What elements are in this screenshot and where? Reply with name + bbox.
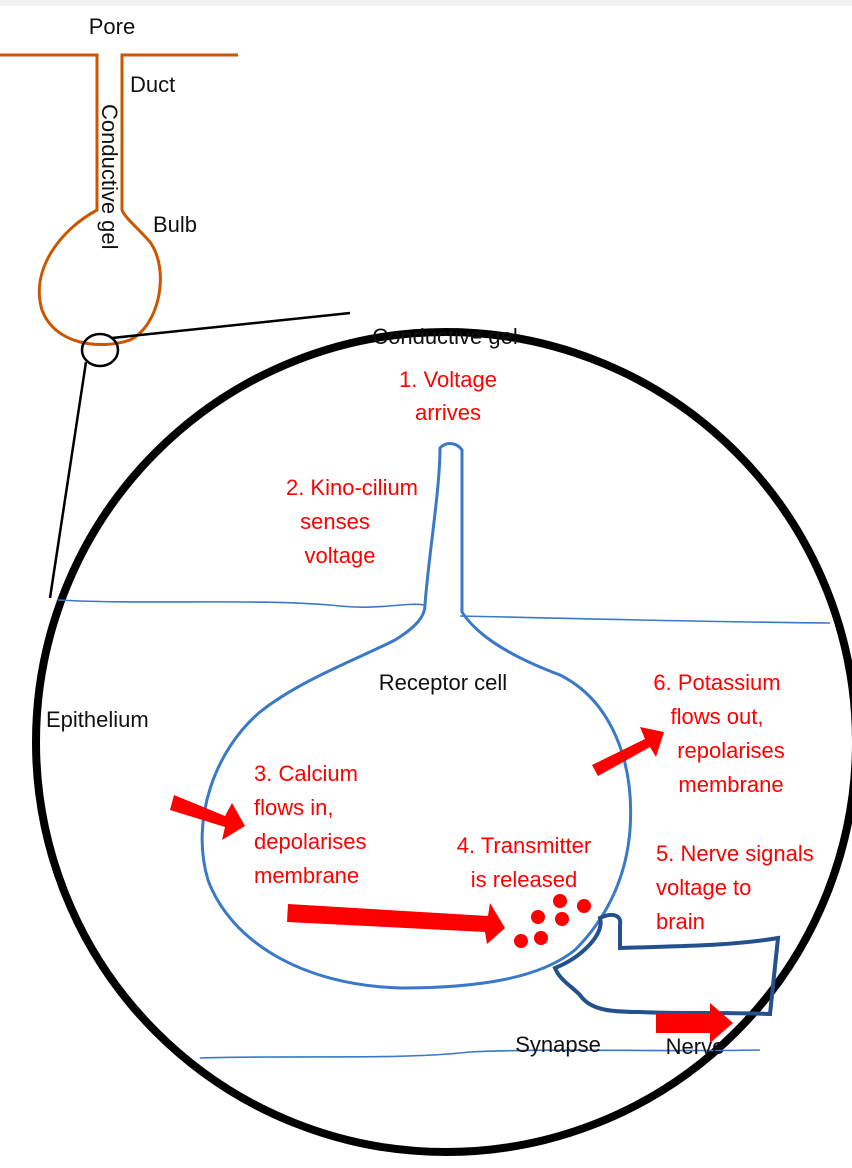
step-4-annotation: 4. Transmitter is released <box>457 833 591 892</box>
step-5-annotation: 5. Nerve signals voltage to brain <box>656 841 814 934</box>
ampulla-outline <box>0 53 238 347</box>
step-6-line-1: 6. Potassium <box>653 670 780 695</box>
label-pore: Pore <box>89 14 135 39</box>
step-6-line-3: repolarises <box>677 738 785 763</box>
step-5-line-1: 5. Nerve signals <box>656 841 814 866</box>
transmitter-vesicles <box>514 894 591 948</box>
step-5-line-3: brain <box>656 909 705 934</box>
step-2-line-1: 2. Kino-cilium <box>286 475 418 500</box>
zoom-line-top <box>111 311 351 340</box>
epithelium-upper-boundary <box>57 599 831 624</box>
step-4-line-2: is released <box>471 867 577 892</box>
vesicle <box>534 931 548 945</box>
arrow-nerve-signal <box>656 1003 733 1043</box>
step-3-line-3: depolarises <box>254 829 367 854</box>
zoom-source-circle <box>80 332 120 368</box>
magnified-view-circle <box>32 328 852 1156</box>
arrow-potassium-out <box>592 727 664 776</box>
epithelium-lower-boundary <box>199 1049 761 1059</box>
label-nerve: Nerve <box>666 1034 725 1059</box>
step-2-line-3: voltage <box>305 543 376 568</box>
label-duct: Duct <box>130 72 175 97</box>
label-bulb: Bulb <box>153 212 197 237</box>
label-epithelium: Epithelium <box>46 707 149 732</box>
step-6-line-4: membrane <box>678 772 783 797</box>
step-1-annotation: 1. Voltage arrives <box>399 367 497 425</box>
vesicle <box>553 894 567 908</box>
top-strip <box>0 0 852 6</box>
step-6-annotation: 6. Potassium flows out, repolarises memb… <box>653 670 784 797</box>
label-conductive-gel: Conductive gel <box>372 324 518 349</box>
step-3-line-2: flows in, <box>254 795 333 820</box>
step-2-annotation: 2. Kino-cilium senses voltage <box>286 475 418 568</box>
zoom-line-bottom <box>48 361 88 599</box>
step-3-line-4: membrane <box>254 863 359 888</box>
step-4-line-1: 4. Transmitter <box>457 833 591 858</box>
step-3-line-1: 3. Calcium <box>254 761 358 786</box>
step-5-line-2: voltage to <box>656 875 751 900</box>
arrow-transmitter-release <box>287 903 505 944</box>
vesicle <box>577 899 591 913</box>
step-1-line-2: arrives <box>415 400 481 425</box>
step-2-line-2: senses <box>300 509 370 534</box>
vesicle <box>555 912 569 926</box>
vesicle <box>531 910 545 924</box>
vesicle <box>514 934 528 948</box>
label-receptor-cell: Receptor cell <box>379 670 507 695</box>
label-conductive-gel-vertical: Conductive gel <box>97 104 122 250</box>
step-6-line-2: flows out, <box>671 704 764 729</box>
nerve-outline <box>552 912 781 1017</box>
receptor-cell-outline <box>200 442 633 990</box>
arrow-calcium-in <box>170 795 245 840</box>
step-3-annotation: 3. Calcium flows in, depolarises membran… <box>254 761 367 888</box>
label-synapse: Synapse <box>515 1032 601 1057</box>
step-1-line-1: 1. Voltage <box>399 367 497 392</box>
